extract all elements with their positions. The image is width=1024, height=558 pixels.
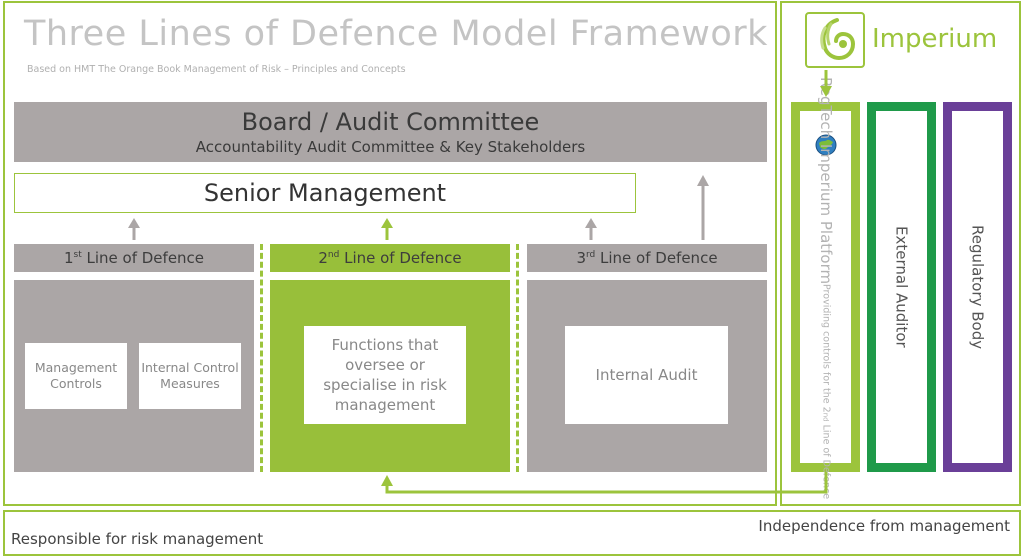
separator-dashed-left <box>260 244 263 472</box>
third-line-sup: rd <box>585 250 596 260</box>
board-audit-committee-box: Board / Audit Committee Accountability A… <box>14 102 767 162</box>
arrow-up-third-line <box>585 218 597 240</box>
regulatory-body-label: Regulatory Body <box>968 224 987 350</box>
regtech-subtitle-sup: nd <box>821 412 830 422</box>
third-line-label: Line of Defence <box>595 249 718 267</box>
separator-dashed-right <box>516 244 519 472</box>
risk-management-functions-label: Functions that oversee or specialise in … <box>323 336 447 414</box>
arrow-up-first-line <box>128 218 140 240</box>
first-line-label: Line of Defence <box>81 249 205 267</box>
arrow-logo-to-regtech <box>820 70 832 97</box>
first-line-num: 1 <box>63 249 74 267</box>
internal-control-measures-label: Internal Control Measures <box>141 360 239 391</box>
management-controls-box: Management Controls <box>25 343 127 409</box>
first-line-sup: st <box>73 250 82 260</box>
risk-management-functions-box: Functions that oversee or specialise in … <box>304 326 466 424</box>
footer-left-text: Responsible for risk management <box>11 530 264 548</box>
footer-frame <box>3 510 1021 556</box>
internal-control-measures-box: Internal Control Measures <box>139 343 241 409</box>
external-auditor-column: External Auditor <box>867 102 936 472</box>
external-frame <box>780 1 1021 506</box>
regulatory-body-column: Regulatory Body <box>943 102 1012 472</box>
internal-audit-box: Internal Audit <box>565 326 728 424</box>
regtech-column <box>791 102 860 472</box>
framework-frame <box>3 1 777 506</box>
arrow-regtech-to-second-line <box>381 472 828 494</box>
second-line-label: Line of Defence <box>339 249 462 267</box>
senior-management-box: Senior Management <box>14 173 636 213</box>
page-title: Three Lines of Defence Model Framework <box>24 14 768 54</box>
board-title: Board / Audit Committee <box>241 108 540 136</box>
imperium-logo-icon <box>805 12 865 68</box>
third-line-num: 3 <box>576 249 586 267</box>
management-controls-label: Management Controls <box>34 360 118 391</box>
arrow-up-second-line <box>381 218 393 240</box>
regtech-globe-icon <box>815 134 837 156</box>
footer-right-text: Independence from management <box>758 517 1010 535</box>
regtech-title: RegTech Imperium Platform <box>817 76 835 285</box>
page-subtitle: Based on HMT The Orange Book Management … <box>27 64 406 75</box>
imperium-logo-text: Imperium <box>872 24 998 54</box>
regtech-subtitle-pre: Providing controls for the 2 <box>820 284 832 413</box>
senior-management-label: Senior Management <box>203 179 447 207</box>
second-line-sup: nd <box>327 250 340 260</box>
board-subtitle: Accountability Audit Committee & Key Sta… <box>195 138 586 156</box>
internal-audit-label: Internal Audit <box>595 366 698 384</box>
arrow-up-to-board <box>697 175 709 240</box>
second-line-num: 2 <box>318 249 328 267</box>
external-auditor-label: External Auditor <box>892 226 911 348</box>
